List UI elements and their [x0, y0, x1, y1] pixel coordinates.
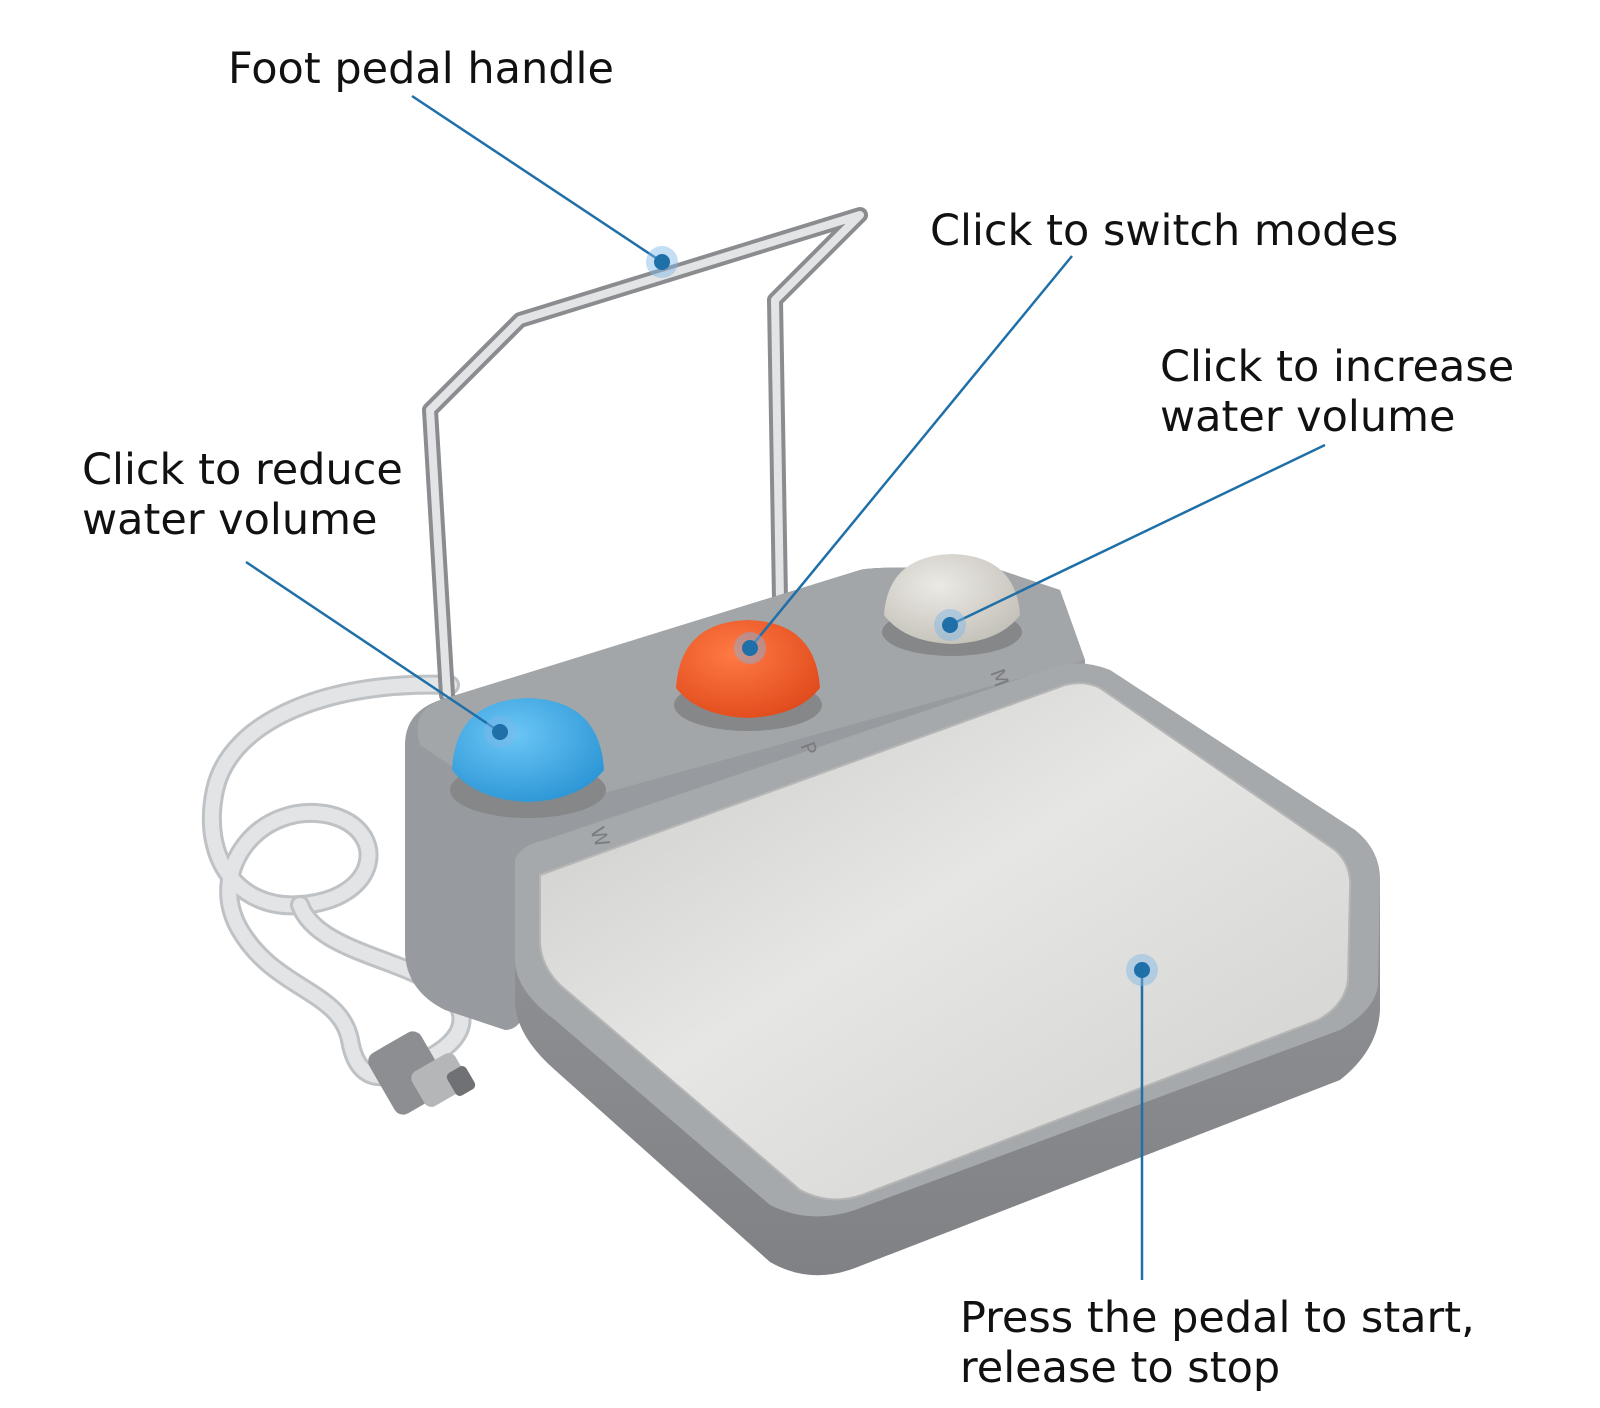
callout-modes-text: Click to switch modes	[930, 206, 1399, 256]
markers	[484, 246, 1158, 986]
callout-pedal-line2: release to stop	[960, 1343, 1281, 1393]
buttons: W P M	[450, 554, 1022, 851]
callout-switch-modes: Click to switch modes	[930, 206, 1398, 256]
marker-pedal	[1126, 954, 1158, 986]
callout-pedal-line1: Press the pedal to start,	[960, 1293, 1475, 1343]
callout-increase-line2: water volume	[1160, 392, 1456, 442]
leader-lines	[245, 94, 1326, 1280]
connector-plug	[368, 1031, 476, 1115]
marker-increase	[934, 609, 966, 641]
callout-reduce-line1: Click to reduce	[82, 445, 403, 495]
callout-increase-line1: Click to increase	[1160, 342, 1515, 392]
marker-modes	[734, 632, 766, 664]
leader-handle	[411, 94, 663, 264]
callout-handle-text: Foot pedal handle	[228, 44, 614, 94]
callout-foot-pedal-handle: Foot pedal handle	[228, 44, 614, 94]
leader-increase	[949, 443, 1326, 627]
steel-pedal-plate[interactable]	[539, 682, 1352, 1201]
orange-button[interactable]	[676, 620, 820, 718]
callout-press-pedal: Press the pedal to start, release to sto…	[960, 1293, 1475, 1393]
leader-modes	[749, 255, 1073, 649]
callout-reduce-water: Click to reduce water volume	[82, 445, 403, 545]
callout-reduce-line2: water volume	[82, 495, 378, 545]
pedal-housing	[405, 567, 1380, 1276]
callout-increase-water: Click to increase water volume	[1160, 342, 1514, 442]
marker-reduce	[484, 716, 516, 748]
marker-handle	[646, 246, 678, 278]
gray-button[interactable]	[884, 554, 1020, 644]
leader-reduce	[245, 560, 501, 734]
handle-frame	[422, 207, 868, 703]
